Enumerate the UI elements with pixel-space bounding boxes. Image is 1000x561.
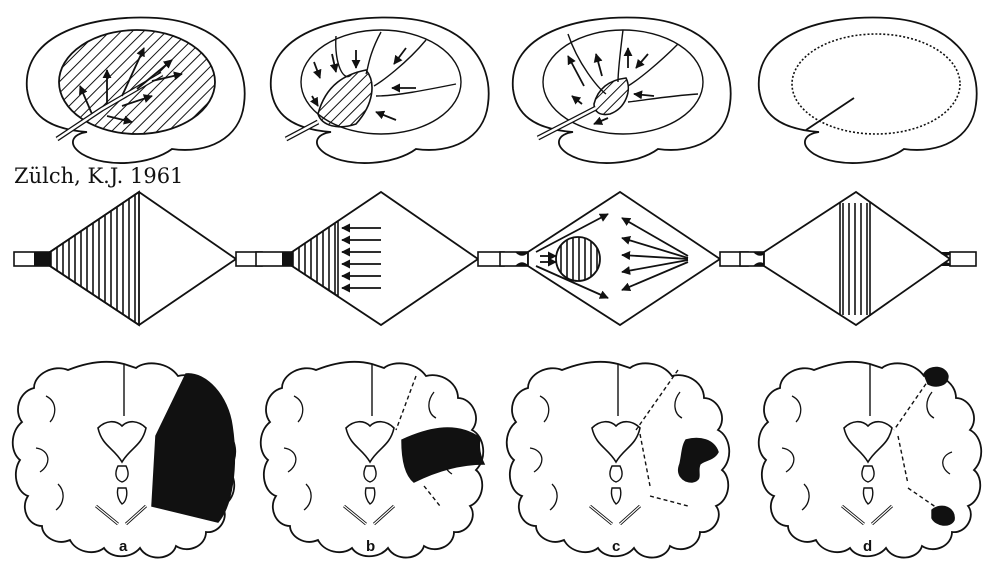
hemisphere-panel-b: [269, 16, 490, 164]
panel-label-c: c: [612, 538, 621, 555]
hemisphere-panel-d: [757, 16, 978, 164]
coronal-section-b: [259, 360, 486, 560]
hemisphere-panel-a: [25, 16, 246, 164]
panel-label-d: d: [863, 538, 873, 555]
panel-label-a: a: [119, 538, 128, 555]
schematic-panel-b: [255, 190, 505, 327]
schematic-panel-c: [499, 190, 749, 327]
hemisphere-panel-c: [511, 16, 732, 164]
schematic-panel-d: [739, 190, 977, 327]
coronal-section-d: [757, 360, 983, 560]
panel-label-b: b: [366, 538, 376, 555]
coronal-section-a: [11, 360, 237, 560]
citation-text: Zülch, K.J. 1961: [14, 164, 184, 188]
schematic-panel-a: [13, 190, 263, 327]
coronal-section-c: [505, 360, 731, 560]
